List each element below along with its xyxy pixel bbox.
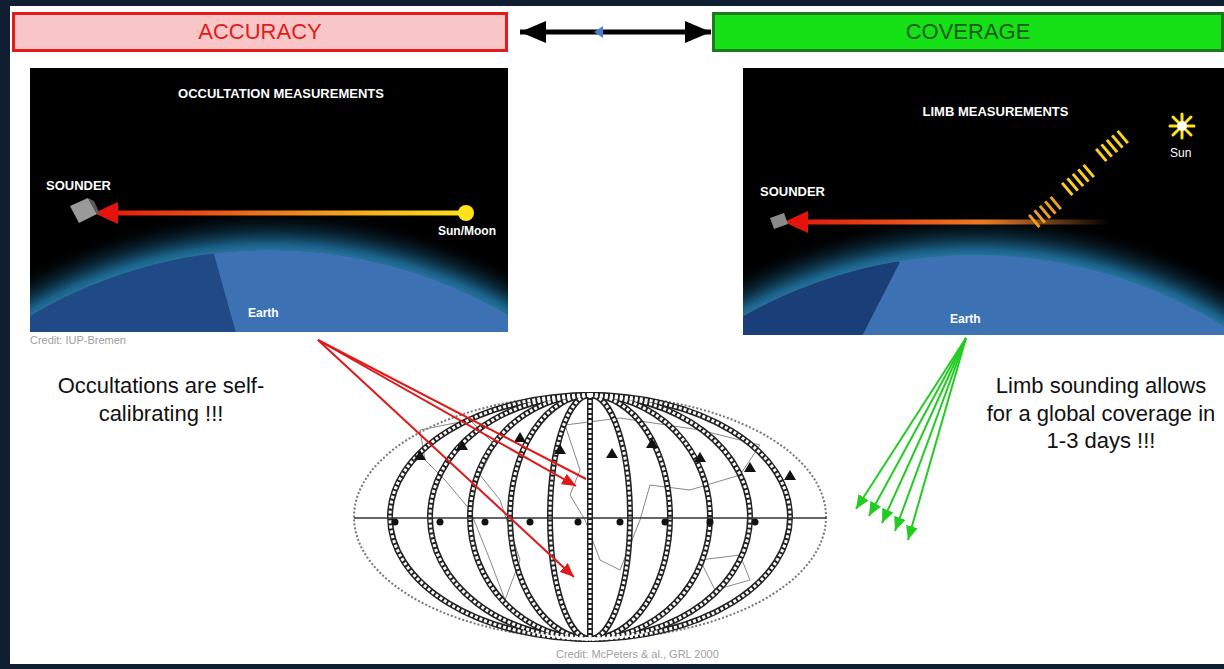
part-label: Earth bbox=[248, 306, 279, 320]
accuracy-box: ACCURACY bbox=[12, 12, 508, 52]
part-label: Earth bbox=[950, 312, 981, 326]
double-arrow bbox=[520, 30, 711, 35]
node-text: LIMB MEASUREMENTS bbox=[753, 104, 1224, 119]
part-label: Sun/Moon bbox=[438, 224, 496, 238]
occultation-panel: OCCULTATION MEASUREMENTS bbox=[30, 68, 532, 332]
coverage-box: COVERAGE bbox=[712, 12, 1224, 52]
part-label: SOUNDER bbox=[46, 178, 111, 193]
node-text: COVERAGE bbox=[906, 19, 1031, 45]
leader-arrows bbox=[318, 338, 966, 577]
node-text: ACCURACY bbox=[198, 19, 321, 45]
credit-note: Credit: IUP-Bremen bbox=[30, 334, 126, 346]
limb-panel: LIMB MEASUREMENTS bbox=[743, 68, 1224, 335]
part-label: SOUNDER bbox=[760, 184, 825, 199]
note-text: Limb sounding allows for a global covera… bbox=[984, 372, 1218, 455]
credit-note: Credit: McPeters & al., GRL 2000 bbox=[556, 648, 719, 660]
note-text: Occultations are self-calibrating !!! bbox=[36, 372, 286, 427]
part-label: Sun bbox=[1170, 146, 1191, 160]
orbit-map bbox=[354, 395, 826, 639]
node-text: OCCULTATION MEASUREMENTS bbox=[30, 86, 532, 101]
arrow-mark bbox=[594, 26, 603, 38]
